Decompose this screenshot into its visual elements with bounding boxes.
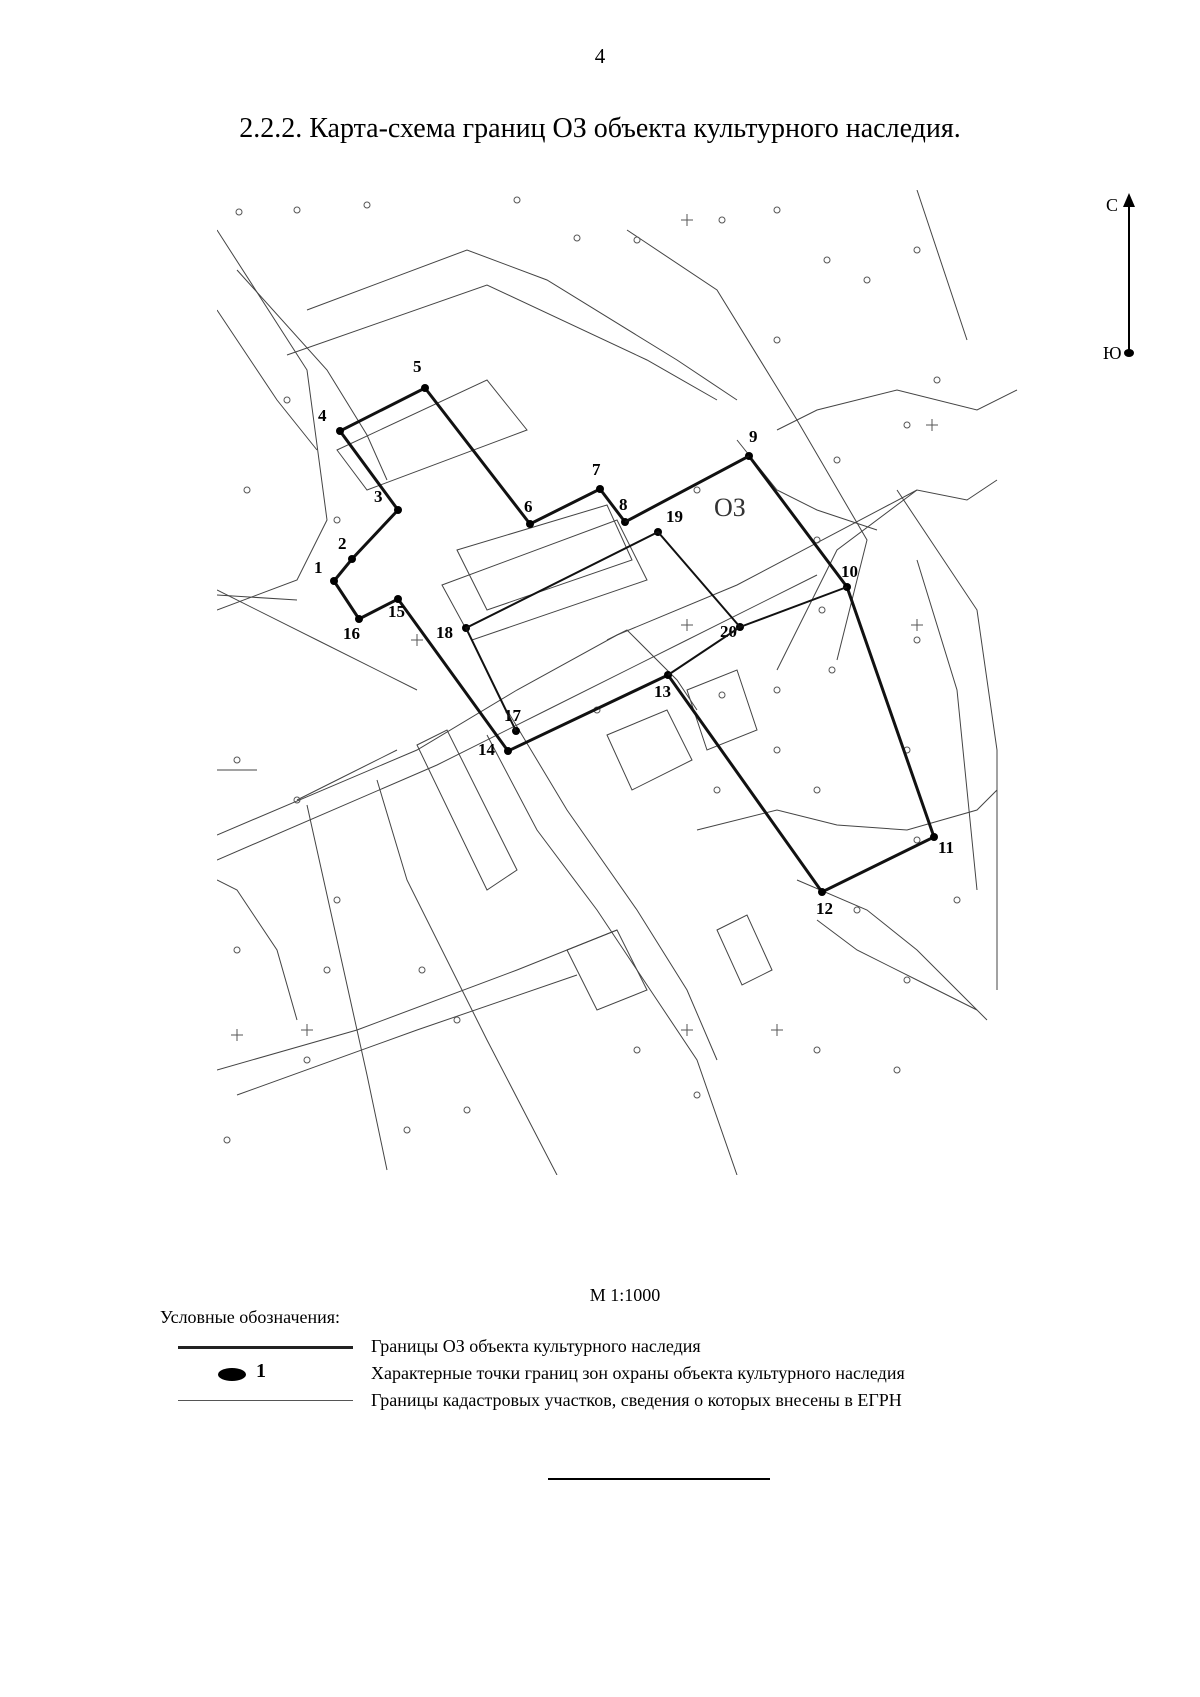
boundary-point-4 (336, 427, 344, 435)
boundary-point-label: 3 (374, 487, 383, 506)
boundary-point-11 (930, 833, 938, 841)
south-label: Ю (1103, 343, 1122, 363)
boundary-point-16 (355, 615, 363, 623)
boundary-point-label: 8 (619, 495, 628, 514)
boundary-point-label: 13 (654, 682, 671, 701)
page-number: 4 (594, 44, 606, 68)
boundary-point-5 (421, 384, 429, 392)
boundary-point-14 (504, 747, 512, 755)
boundary-point-label: 6 (524, 497, 533, 516)
boundary-point-label: 9 (749, 427, 758, 446)
oz-boundary-line (332, 386, 936, 894)
boundary-point-3 (394, 506, 402, 514)
legend-text: Характерные точки границ зон охраны объе… (371, 1363, 905, 1383)
boundary-point-label: 14 (478, 740, 496, 759)
boundary-point-label: 18 (436, 623, 453, 642)
north-arrow-head (1123, 193, 1135, 207)
boundary-point-1 (330, 577, 338, 585)
boundary-point-label: 15 (388, 602, 405, 621)
survey-marks (223, 196, 961, 1144)
boundary-point-2 (348, 555, 356, 563)
legend-text: Границы ОЗ объекта культурного наследия (371, 1336, 701, 1356)
oz-inner-line (464, 530, 742, 732)
boundary-point-label: 10 (841, 562, 858, 581)
boundary-point-label: 7 (592, 460, 601, 479)
legend-thin-line-symbol (178, 1390, 353, 1412)
boundary-point-6 (526, 520, 534, 528)
cadastral-background (217, 190, 1018, 1175)
boundary-point-15 (394, 595, 402, 603)
boundary-point-12 (818, 888, 826, 896)
page-title: 2.2.2. Карта-схема границ ОЗ объекта кул… (239, 113, 961, 144)
boundary-point-7 (596, 485, 604, 493)
boundary-point-label: 2 (338, 534, 347, 553)
boundary-point-label: 4 (318, 406, 327, 425)
north-arrow-graphic (1128, 198, 1130, 353)
boundary-point-label: 5 (413, 357, 422, 376)
legend-text: Границы кадастровых участков, сведения о… (371, 1390, 902, 1410)
zone-label: ОЗ (714, 493, 746, 522)
legend-thick-line-symbol (178, 1336, 353, 1358)
boundary-point-label: 11 (938, 838, 954, 857)
boundary-point-label: 16 (343, 624, 360, 643)
legend-point-symbol: 1 (178, 1360, 353, 1385)
legend-title: Условные обозначения: (160, 1307, 341, 1327)
boundary-point-label: 1 (314, 558, 323, 577)
south-arrow-head (1124, 349, 1134, 357)
end-rule (548, 1478, 770, 1480)
boundary-point-label: 19 (666, 507, 683, 526)
boundary-point-label: 20 (720, 622, 737, 641)
boundary-point-label: 17 (504, 706, 522, 725)
map-scale: М 1:1000 (589, 1285, 661, 1305)
north-label: С (1106, 195, 1119, 215)
legend-point-label: 1 (256, 1360, 266, 1382)
boundary-point-label: 12 (816, 899, 833, 918)
